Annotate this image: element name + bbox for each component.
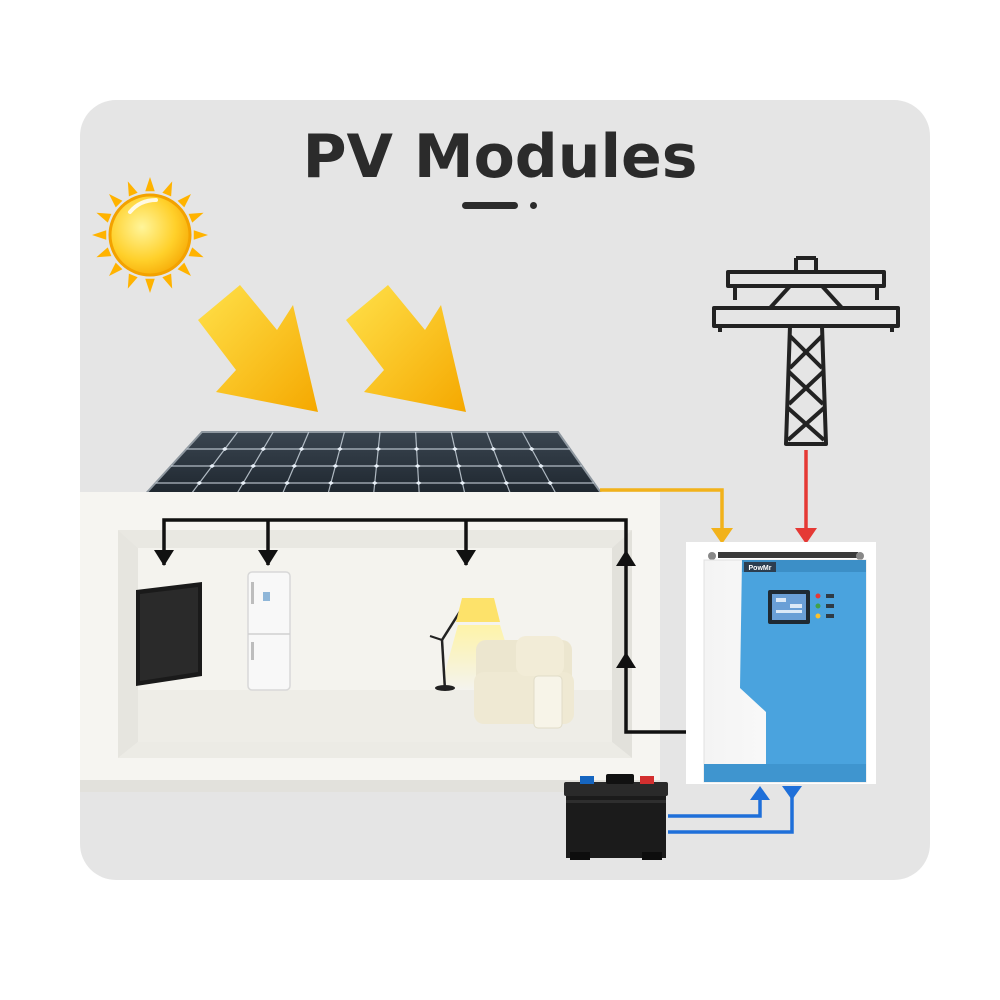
sofa-icon [474,636,574,729]
panel-cell-dot [373,464,380,468]
sun-ray [127,273,138,289]
sun-ray [177,262,192,277]
battery-arrow-icon [750,786,802,800]
panel-cell-dot [371,481,378,485]
sun-ray [145,278,155,293]
sun-ray [108,193,123,208]
sun-ray [108,262,123,277]
refrigerator-icon [247,571,291,691]
panel-cell-dot [209,464,216,468]
panel-cell-dot [459,481,466,485]
page-title: PV Modules [302,122,698,192]
panel-cell-dot [332,464,339,468]
load-arrow-icon [154,550,636,668]
panel-cell-dot [260,447,267,451]
inverter-brand-label: PowMr [749,565,772,572]
sun-ray [188,212,204,223]
panel-cell-dot [221,447,228,451]
sun-ray [188,247,204,258]
panel-cell-dot [375,447,382,451]
tv-icon [136,582,202,686]
panel-cell-dot [490,447,497,451]
title-underline [462,202,518,209]
panel-cell-dot [496,464,503,468]
sun-ray [92,230,107,240]
panel-cell-dot [336,447,343,451]
panel-cell-dot [291,464,298,468]
pv-input-line [600,488,733,544]
sun-ray [145,177,155,192]
sun-icon [92,177,208,293]
inverter: PowMr [686,542,876,784]
grid-input-line [795,450,817,544]
panel-cell-dot [414,464,421,468]
panel-cell-dot [503,481,510,485]
panel-cell-dot [413,447,420,451]
sun-ray [162,273,173,289]
sun-ray [193,230,208,240]
panel-cell-dot [455,464,462,468]
panel-cell-dot [250,464,257,468]
title-dot [530,202,537,209]
sun-ray [177,193,192,208]
sunlight-arrow-icon [198,285,318,412]
sun-ray [162,181,173,197]
panel-cell-dot [240,481,247,485]
sun-ray [96,247,112,258]
sun-ray [127,181,138,197]
sun-ray [96,212,112,223]
panel-cell-dot [284,481,291,485]
transmission-tower-icon [712,256,900,446]
panel-cell-dot [415,481,422,485]
panel-cell-dot [528,447,535,451]
battery-wiring [668,796,794,834]
sunlight-arrow-icon [346,285,466,412]
panel-cell-dot [327,481,334,485]
panel-cell-dot [451,447,458,451]
panel-cell-dot [196,481,203,485]
battery-icon [564,774,668,860]
panel-cell-dot [547,481,554,485]
panel-cell-dot [537,464,544,468]
panel-cell-dot [298,447,305,451]
